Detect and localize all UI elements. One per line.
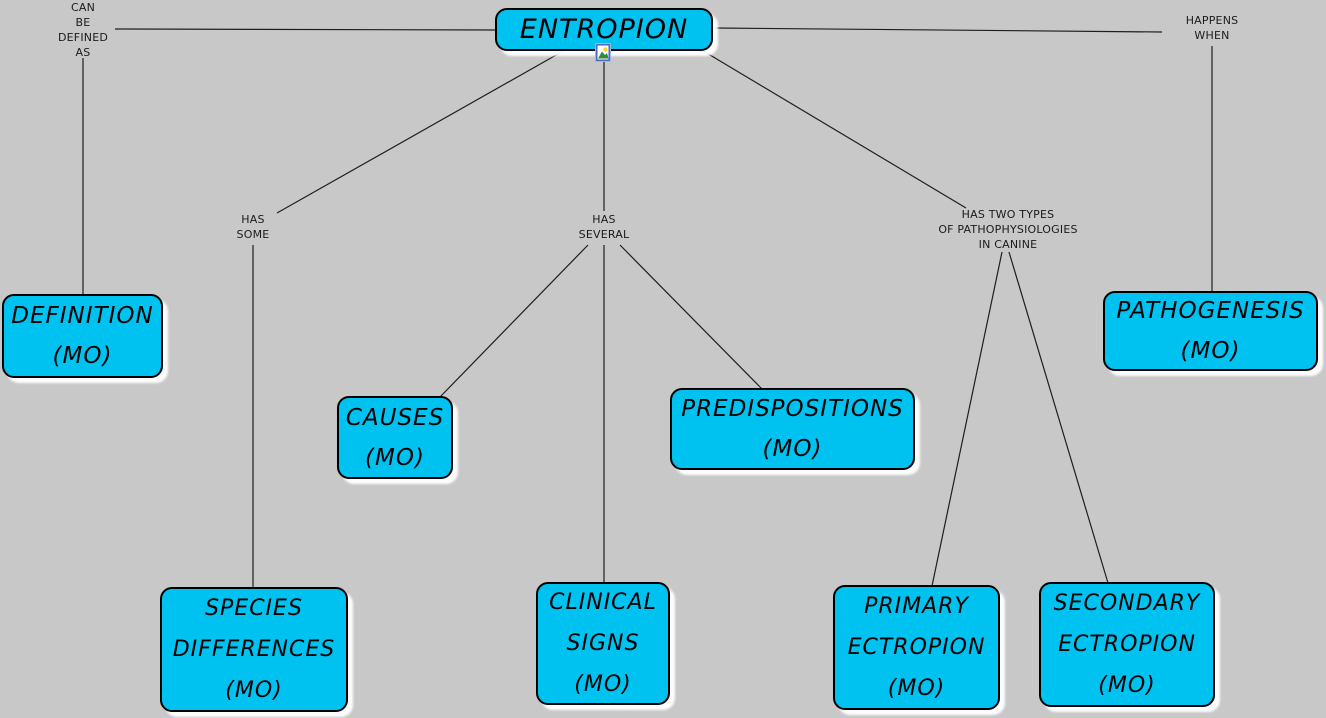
link-label-has-two-types[interactable]: HAS TWO TYPES OF PATHOPHYSIOLOGIES IN CA… xyxy=(938,208,1078,251)
connector-entropion-to-can-be-defined-as xyxy=(114,28,496,31)
link-label-can-be-defined-as[interactable]: CAN BE DEFINED AS xyxy=(57,1,109,59)
concept-node-primary-ectropion[interactable]: PRIMARY ECTROPION (MO) xyxy=(833,585,1000,710)
concept-label-entropion: ENTROPION xyxy=(519,13,689,45)
mountain-glyph xyxy=(598,51,609,59)
concept-label-species-differences: SPECIES DIFFERENCES (MO) xyxy=(172,596,336,703)
connector-entropion-to-happens-when xyxy=(712,27,1163,33)
concept-label-causes: CAUSES (MO) xyxy=(345,404,445,471)
concept-node-clinical-signs[interactable]: CLINICAL SIGNS (MO) xyxy=(536,582,670,705)
link-label-has-several[interactable]: HAS SEVERAL xyxy=(578,213,630,241)
link-label-happens-when[interactable]: HAPPENS WHEN xyxy=(1185,14,1239,42)
concept-label-pathogenesis: PATHOGENESIS (MO) xyxy=(1116,298,1305,364)
connector-entropion-to-has-two-types xyxy=(699,48,967,209)
concept-node-species-differences[interactable]: SPECIES DIFFERENCES (MO) xyxy=(160,587,348,712)
concept-node-pathogenesis[interactable]: PATHOGENESIS (MO) xyxy=(1103,291,1318,371)
concept-label-predispositions: PREDISPOSITIONS (MO) xyxy=(681,396,904,462)
connector-has-several-to-causes xyxy=(439,244,589,398)
image-resource-icon[interactable] xyxy=(595,43,611,62)
concept-node-predispositions[interactable]: PREDISPOSITIONS (MO) xyxy=(670,388,915,470)
connector-has-several-to-predispositions xyxy=(619,244,763,390)
concept-node-definition[interactable]: DEFINITION (MO) xyxy=(2,294,163,378)
connector-has-two-types-to-primary-ectropion xyxy=(931,251,1003,587)
sun-glyph xyxy=(603,47,608,52)
connector-has-two-types-to-secondary-ectropion xyxy=(1008,251,1109,584)
concept-node-causes[interactable]: CAUSES (MO) xyxy=(337,396,453,479)
link-label-has-some[interactable]: HAS SOME xyxy=(236,213,270,241)
connector-line-group xyxy=(82,27,1213,588)
concept-node-secondary-ectropion[interactable]: SECONDARY ECTROPION (MO) xyxy=(1039,582,1215,707)
concept-label-clinical-signs: CLINICAL SIGNS (MO) xyxy=(549,590,657,697)
concept-label-secondary-ectropion: SECONDARY ECTROPION (MO) xyxy=(1053,591,1201,698)
concept-label-definition: DEFINITION (MO) xyxy=(11,303,154,369)
connector-entropion-to-has-some xyxy=(276,49,566,214)
concept-label-primary-ectropion: PRIMARY ECTROPION (MO) xyxy=(847,594,986,701)
